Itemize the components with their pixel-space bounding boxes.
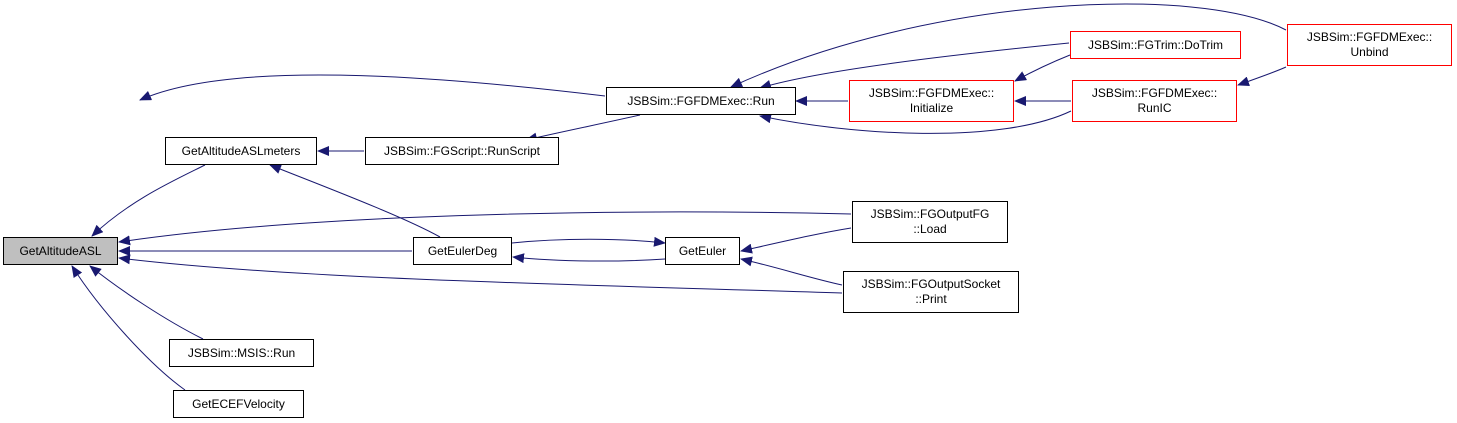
- node-label-line: ::Load: [913, 222, 947, 236]
- node-label-line: JSBSim::MSIS::Run: [187, 345, 296, 360]
- edge-geteuler-to-geteulerdeg: [512, 253, 666, 264]
- edge-fgoutputsocket_print-to-geteuler: [740, 256, 843, 286]
- node-label-line: GetEulerDeg: [427, 243, 498, 258]
- node-label-line: GetAltitudeASLmeters: [181, 143, 301, 158]
- node-label-line: Unbind: [1350, 45, 1389, 59]
- edge-fgtrim_dotrim-to-fgfdmexec_initialize: [1014, 54, 1071, 82]
- edge-getaltitudeaslmeters-to-getaltitudeasl: [91, 164, 206, 237]
- node-msis-run[interactable]: JSBSim::MSIS::Run: [169, 339, 314, 367]
- edge-fgfdmexec_unbind-to-fgfdmexec_runic: [1237, 66, 1287, 87]
- edge-getecefvelocity-to-getaltitudeasl: [71, 265, 186, 391]
- node-get-euler[interactable]: GetEuler: [665, 237, 740, 265]
- node-label-line: Initialize: [909, 101, 954, 115]
- node-label-line: JSBSim::FGFDMExec::: [1091, 86, 1218, 100]
- edge-fgoutputsocket_print-to-getaltitudeasl: [118, 254, 843, 294]
- node-label-line: ::Print: [915, 292, 947, 306]
- node-label-line: JSBSim::FGFDMExec::: [868, 86, 995, 100]
- edge-fgoutputfg_load-to-getaltitudeasl: [118, 211, 852, 246]
- node-label-line: JSBSim::FGFDMExec::: [1306, 30, 1433, 44]
- node-fgoutputsocket-print[interactable]: JSBSim::FGOutputSocket::Print: [843, 271, 1019, 313]
- edge-fgfdmexec_unbind-to-fgfdmexec_run: [730, 3, 1287, 88]
- node-label-line: GetEuler: [678, 243, 727, 258]
- edge-msis_run-to-getaltitudeasl: [89, 265, 204, 340]
- node-fgfdmexec-run[interactable]: JSBSim::FGFDMExec::Run: [606, 87, 796, 115]
- node-label-line: JSBSim::FGOutputSocket: [861, 277, 1001, 291]
- edge-fgfdmexec_run-to-getaltitudeasl: [139, 74, 606, 101]
- node-label-line: GetAltitudeASL: [19, 243, 102, 258]
- node-fgfdmexec-initialize[interactable]: JSBSim::FGFDMExec::Initialize: [849, 80, 1014, 122]
- node-get-euler-deg[interactable]: GetEulerDeg: [413, 237, 512, 265]
- edge-geteulerdeg-to-geteuler: [511, 236, 666, 247]
- node-label-line: JSBSim::FGScript::RunScript: [383, 143, 541, 158]
- node-get-altitude-asl: GetAltitudeASL: [3, 237, 118, 265]
- node-label-line: RunIC: [1137, 101, 1172, 115]
- node-fgfdmexec-runic[interactable]: JSBSim::FGFDMExec::RunIC: [1072, 80, 1237, 122]
- node-label-line: JSBSim::FGTrim::DoTrim: [1087, 37, 1224, 52]
- edge-geteulerdeg-to-getaltitudeaslmeters: [269, 164, 441, 238]
- edge-fgoutputfg_load-to-geteuler: [740, 227, 852, 254]
- node-fgtrim-dotrim[interactable]: JSBSim::FGTrim::DoTrim: [1070, 31, 1241, 59]
- node-label-line: GetECEFVelocity: [192, 396, 285, 411]
- node-get-altitude-asl-meters[interactable]: GetAltitudeASLmeters: [165, 137, 317, 165]
- node-label-line: JSBSim::FGFDMExec::Run: [627, 93, 775, 108]
- edge-fgtrim_dotrim-to-fgfdmexec_run: [759, 42, 1070, 90]
- edge-fgfdmexec_runic-to-fgfdmexec_run: [759, 110, 1072, 134]
- node-label-line: JSBSim::FGOutputFG: [870, 207, 990, 221]
- node-fgoutputfg-load[interactable]: JSBSim::FGOutputFG::Load: [852, 201, 1008, 243]
- node-fgfdmexec-unbind[interactable]: JSBSim::FGFDMExec::Unbind: [1287, 24, 1452, 66]
- node-get-ecef-velocity[interactable]: GetECEFVelocity: [173, 390, 304, 418]
- node-fgscript-runscript[interactable]: JSBSim::FGScript::RunScript: [365, 137, 559, 165]
